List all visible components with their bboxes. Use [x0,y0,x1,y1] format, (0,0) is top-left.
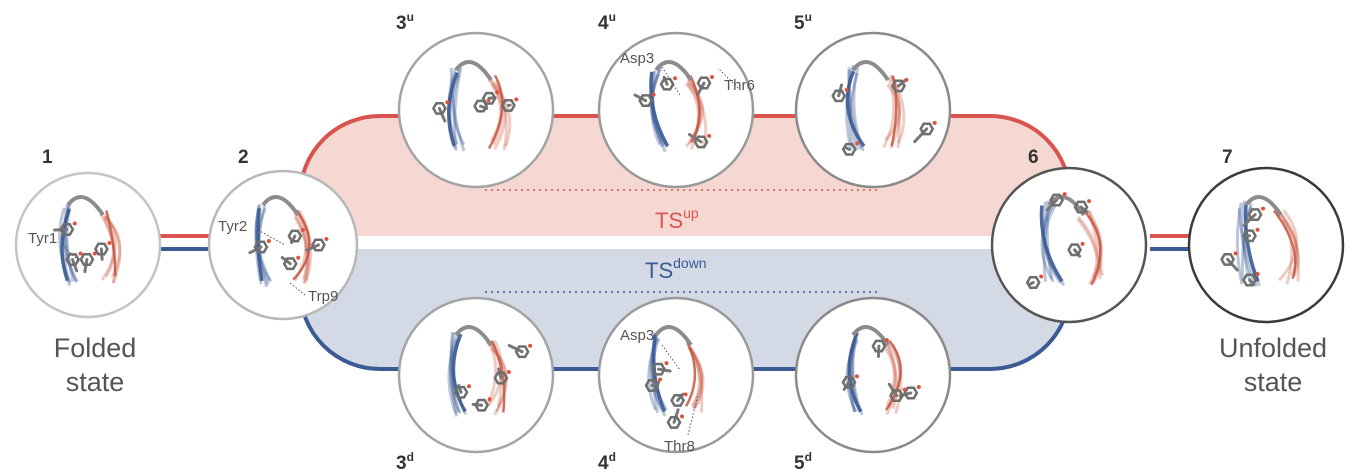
state-label-1: 1 [42,144,53,169]
circle-s3d [399,298,553,452]
residue-label-thr6: Thr6 [724,77,755,94]
state-label-6: 6 [1028,144,1039,169]
oxygen-atom [855,374,859,378]
unfolded-line-2: state [1198,365,1348,399]
structure-s6 [992,168,1146,322]
oxygen-atom [79,252,83,256]
oxygen-atom [324,237,328,241]
oxygen-atom [1063,192,1067,196]
residue-label-tyr1: Tyr1 [28,230,57,247]
structure-s3u [399,33,553,187]
state-label-3u: 3u [396,10,414,35]
oxygen-atom [658,378,662,382]
circle-s5u [796,33,950,187]
oxygen-atom [528,344,532,348]
residue-label-thr8: Thr8 [664,438,695,455]
oxygen-atom [495,90,499,94]
oxygen-atom [917,385,921,389]
state-label-7: 7 [1222,144,1233,169]
structure-s4d [599,298,753,452]
oxygen-atom [710,75,714,79]
oxygen-atom [680,414,684,418]
oxygen-atom [652,93,656,97]
oxygen-atom [507,370,511,374]
oxygen-atom [845,88,849,92]
state-label-5d: 5d [794,450,812,475]
oxygen-atom [664,361,668,365]
oxygen-atom [885,338,889,342]
structure-s5d [796,298,950,452]
oxygen-atom [707,134,711,138]
oxygen-atom [904,78,908,82]
residue-label-trp9: Trp9 [308,288,338,305]
side-chain [846,148,849,149]
oxygen-atom [1039,275,1043,279]
oxygen-atom [1087,199,1091,203]
state-label-3d: 3d [396,450,414,475]
circle-s7 [1189,168,1343,322]
state-label-4d: 4d [598,450,616,475]
oxygen-atom [73,222,77,226]
circle-s5d [796,298,950,452]
oxygen-atom [1081,242,1085,246]
circle-s6 [992,168,1146,322]
residue-label-asp3-up: Asp3 [620,50,654,67]
structure-circles [16,33,1343,452]
oxygen-atom [514,97,518,101]
circle-s4d [599,298,753,452]
state-label-4u: 4u [598,10,616,35]
state-label-5u: 5u [794,10,812,35]
residue-label-asp3-down: Asp3 [620,327,654,344]
state-label-2: 2 [238,144,249,169]
oxygen-atom [1261,207,1265,211]
oxygen-atom [855,141,859,145]
oxygen-atom [903,388,907,392]
oxygen-atom [1256,228,1260,232]
folded-state-caption: Folded state [20,331,170,399]
ts-down-label: TSdown [645,255,707,284]
residue-label-tyr2: Tyr2 [218,218,247,235]
oxygen-atom [267,239,271,243]
oxygen-atom [488,397,492,401]
folded-line-1: Folded [20,331,170,365]
structure-s7 [1189,168,1343,322]
folded-line-2: state [20,365,170,399]
structure-s5u [796,33,950,187]
oxygen-atom [107,241,111,245]
oxygen-atom [933,121,937,125]
oxygen-atom [445,100,449,104]
oxygen-atom [1234,251,1238,255]
oxygen-atom [1256,272,1260,276]
oxygen-atom [467,384,471,388]
oxygen-atom [296,256,300,260]
oxygen-atom [673,76,677,80]
structure-s3d [399,298,553,452]
unfolded-line-1: Unfolded [1198,331,1348,365]
oxygen-atom [301,228,305,232]
ts-up-label: TSup [655,205,699,234]
oxygen-atom [684,392,688,396]
unfolded-state-caption: Unfolded state [1198,331,1348,399]
